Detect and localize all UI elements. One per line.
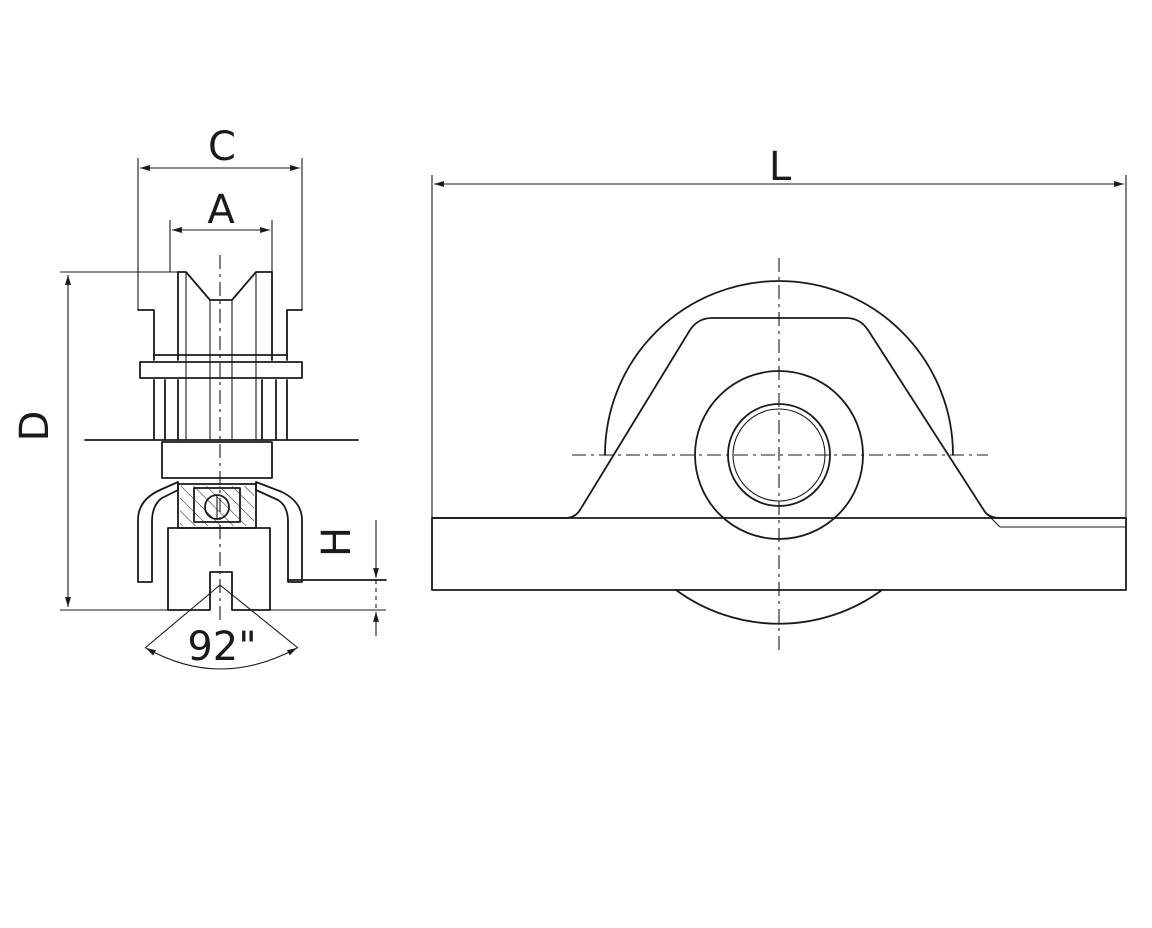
dimension-label-a: A — [207, 187, 235, 233]
dimension-label-c: C — [208, 124, 236, 170]
angle-dimension: 92" — [144, 584, 299, 670]
dimension-d: D — [12, 271, 178, 611]
bracket-shell-right — [255, 481, 303, 583]
bracket-shell — [137, 481, 179, 583]
dimension-c: C — [137, 124, 303, 310]
bearing — [177, 483, 257, 529]
dimension-l: L — [431, 144, 1127, 520]
dimension-label-h: H — [314, 527, 360, 557]
dimension-label-l: L — [769, 144, 792, 190]
dimension-h: H — [270, 520, 386, 636]
wheel-outline-top — [604, 280, 954, 456]
side-section-view: C A D — [12, 124, 387, 670]
hub-section-lower — [167, 527, 271, 611]
dimension-a: A — [169, 187, 273, 272]
angle-label: 92" — [187, 624, 256, 670]
wheel-outline-bottom — [675, 589, 883, 625]
hub-section-upper — [161, 441, 273, 479]
dimension-label-d: D — [12, 411, 58, 442]
front-view: L — [431, 144, 1127, 655]
